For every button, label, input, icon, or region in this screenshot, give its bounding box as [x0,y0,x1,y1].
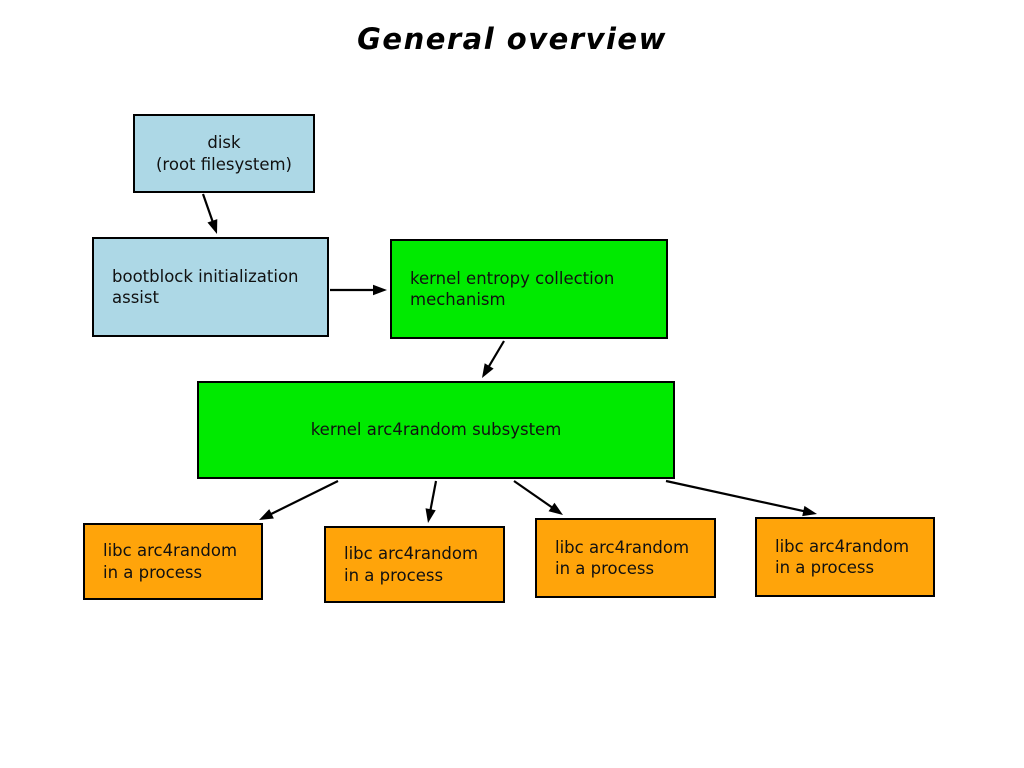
edge-line [201,193,215,224]
edge-arrowhead [802,505,817,517]
edge-arrowhead [259,509,274,520]
node-arc4random: kernel arc4random subsystem [197,381,675,479]
node-libc1: libc arc4random in a process [83,523,263,600]
node-disk: disk (root filesystem) [133,114,315,193]
node-label: kernel arc4random subsystem [310,420,562,440]
node-label: bootblock initialization assist [112,266,299,307]
node-label: libc arc4random in a process [555,537,690,578]
node-label: libc arc4random in a process [344,544,479,585]
edge-entropy-to-arc4random [482,340,505,378]
node-label: kernel entropy collection mechanism [410,268,615,309]
node-bootblock: bootblock initialization assist [92,237,329,337]
edge-bootblock-to-entropy [330,284,387,296]
edge-disk-to-bootblock [201,193,218,234]
edge-line [486,340,505,370]
edge-arc4random-to-libc3 [513,480,563,515]
node-libc3: libc arc4random in a process [535,518,716,598]
edge-arrowhead [482,363,494,378]
edge-arrowhead [548,502,563,515]
node-label: libc arc4random in a process [775,536,910,577]
node-label: disk (root filesystem) [156,133,292,174]
edge-arrowhead [373,284,387,296]
edge-arc4random-to-libc4 [665,479,817,517]
edge-line [513,480,555,510]
edge-line [665,479,807,513]
node-label: libc arc4random in a process [103,541,238,582]
edge-arrowhead [425,508,436,523]
page-title: General overview [357,22,667,56]
edge-line [268,480,339,517]
node-libc2: libc arc4random in a process [324,526,505,603]
edge-line [428,480,438,513]
edge-arc4random-to-libc2 [425,480,438,523]
edge-arrowhead [207,219,218,234]
node-libc4: libc arc4random in a process [755,517,935,597]
edge-arc4random-to-libc1 [259,480,339,520]
node-entropy: kernel entropy collection mechanism [390,239,668,339]
